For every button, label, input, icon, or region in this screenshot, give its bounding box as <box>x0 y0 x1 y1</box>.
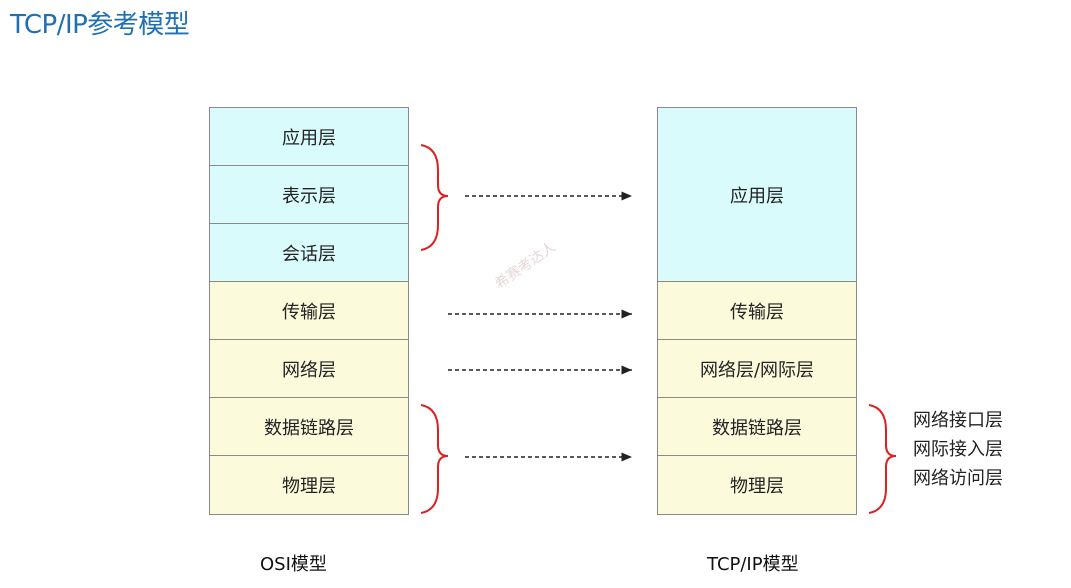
osi-layer-presentation: 表示层 <box>210 166 408 224</box>
tcpip-layer-application: 应用层 <box>658 108 856 282</box>
osi-model-column: 应用层 表示层 会话层 传输层 网络层 数据链路层 物理层 <box>209 107 409 515</box>
alias-internet-access: 网际接入层 <box>913 439 1003 460</box>
brace-osi-upper <box>420 144 449 251</box>
alias-network-access: 网络访问层 <box>913 468 1003 489</box>
tcpip-caption: TCP/IP模型 <box>707 554 799 575</box>
osi-layer-datalink: 数据链路层 <box>210 398 408 456</box>
tcpip-model-column: 应用层 传输层 网络层/网际层 数据链路层 物理层 <box>657 107 857 515</box>
tcpip-layer-network: 网络层/网际层 <box>658 340 856 398</box>
alias-network-interface: 网络接口层 <box>913 410 1003 431</box>
brace-osi-lower <box>420 404 449 514</box>
osi-layer-session: 会话层 <box>210 224 408 282</box>
osi-layer-transport: 传输层 <box>210 282 408 340</box>
page-title: TCP/IP参考模型 <box>10 10 190 40</box>
osi-layer-network: 网络层 <box>210 340 408 398</box>
tcpip-layer-physical: 物理层 <box>658 456 856 514</box>
tcpip-lower-alias-list: 网络接口层 网际接入层 网络访问层 <box>913 406 1003 493</box>
brace-tcpip-lower <box>868 404 897 514</box>
osi-layer-application: 应用层 <box>210 108 408 166</box>
osi-caption: OSI模型 <box>260 554 327 575</box>
osi-layer-physical: 物理层 <box>210 456 408 514</box>
tcpip-layer-datalink: 数据链路层 <box>658 398 856 456</box>
tcpip-layer-transport: 传输层 <box>658 282 856 340</box>
